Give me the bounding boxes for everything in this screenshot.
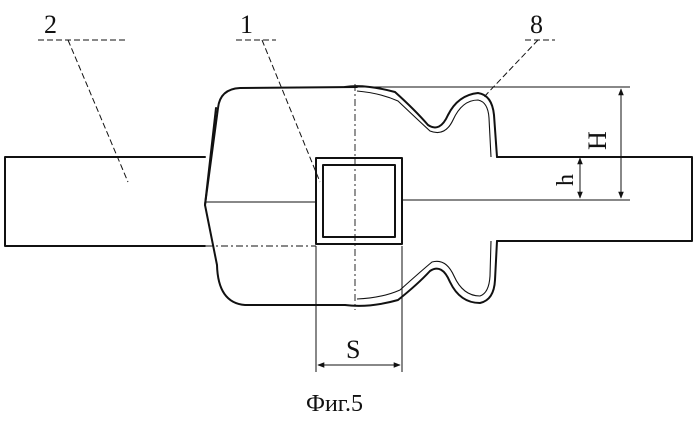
dimension-h-label: h [553, 174, 579, 186]
leader-lines [38, 40, 555, 182]
label-part-2: 2 [44, 10, 57, 39]
label-part-8: 8 [530, 10, 543, 39]
clip-body-part-8 [205, 86, 497, 306]
label-part-1: 1 [240, 10, 253, 39]
dimension-S-label: S [346, 335, 360, 364]
core-part-1 [316, 158, 402, 244]
center-lines [206, 84, 355, 310]
dimension-lines [316, 87, 630, 372]
dimension-H-label: H [583, 131, 612, 150]
strip-part-2 [5, 157, 692, 246]
figure-caption: Фиг.5 [306, 391, 363, 417]
